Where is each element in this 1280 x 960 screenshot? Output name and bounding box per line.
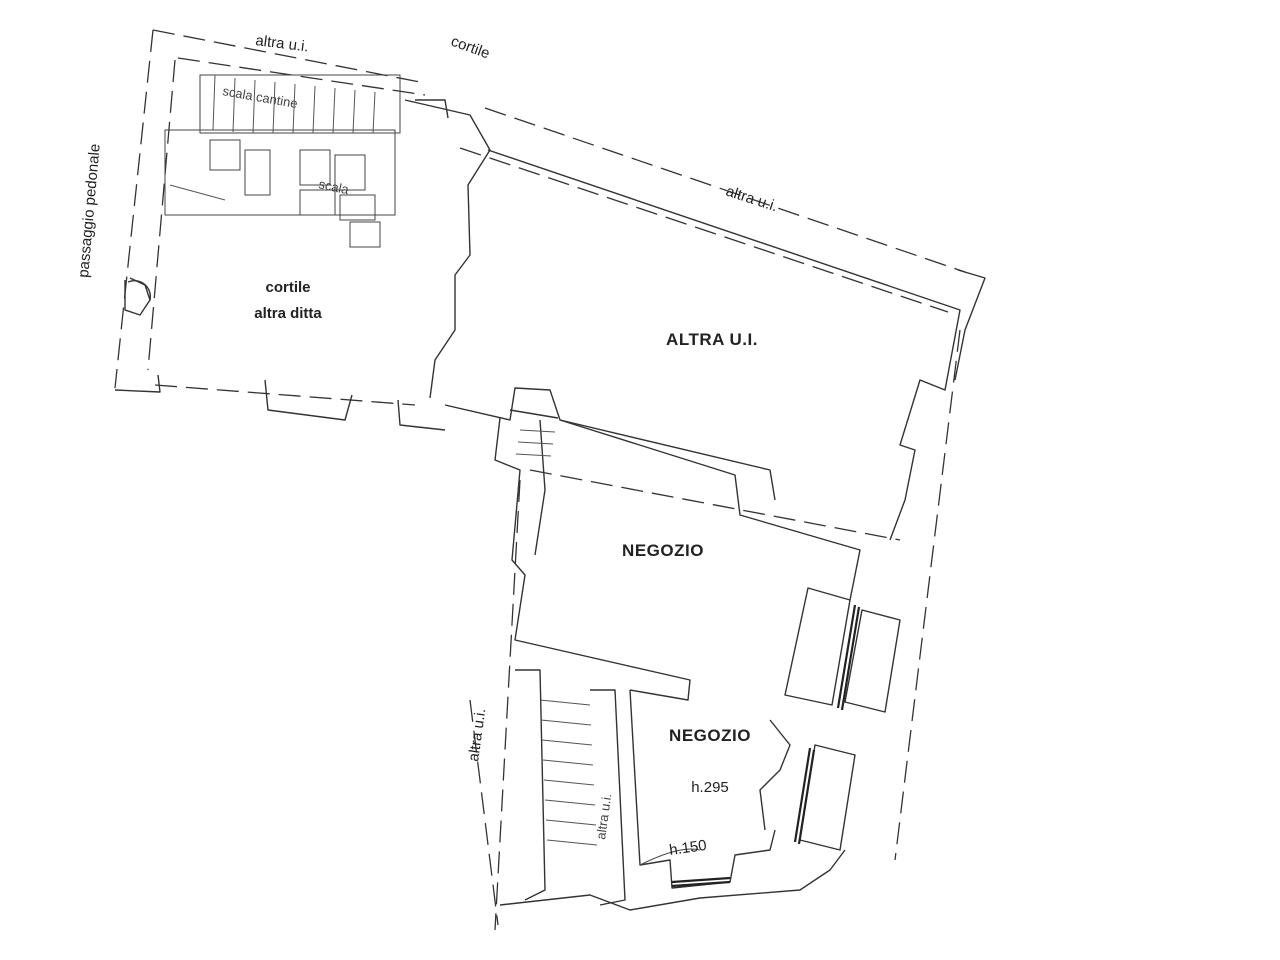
negozio-small-walls (499, 689, 846, 911)
label-altra-ui-room: ALTRA U.I. (666, 330, 758, 349)
altra-ui-room-walls (444, 149, 986, 541)
label-altra-ui-left: altra u.i. (465, 707, 489, 762)
label-altra-ui-right: altra u.i. (724, 183, 780, 216)
label-height-150: h.150 (668, 837, 708, 859)
negozio-main-walls (494, 409, 861, 701)
stair-block (515, 669, 626, 906)
label-negozio-small: NEGOZIO (669, 726, 751, 745)
right-facade (759, 587, 901, 851)
boundary-lines (114, 29, 966, 931)
cellar-stairs (164, 74, 401, 248)
label-altra-ui-stair: altra u.i. (593, 793, 614, 841)
label-cortile-altra-ditta-2: altra ditta (254, 305, 322, 322)
label-height-295: h.295 (691, 779, 729, 796)
label-negozio-main: NEGOZIO (622, 541, 704, 560)
label-altra-ui-top: altra u.i. (255, 32, 310, 55)
label-cortile-top: cortile (449, 33, 492, 63)
label-passaggio-pedonale: passaggio pedonale (75, 143, 104, 278)
label-scala-cantine: scala cantine (221, 83, 298, 111)
courtyard-walls (114, 99, 491, 431)
label-cortile-altra-ditta-1: cortile (265, 279, 310, 296)
label-scala: scala (317, 176, 351, 197)
